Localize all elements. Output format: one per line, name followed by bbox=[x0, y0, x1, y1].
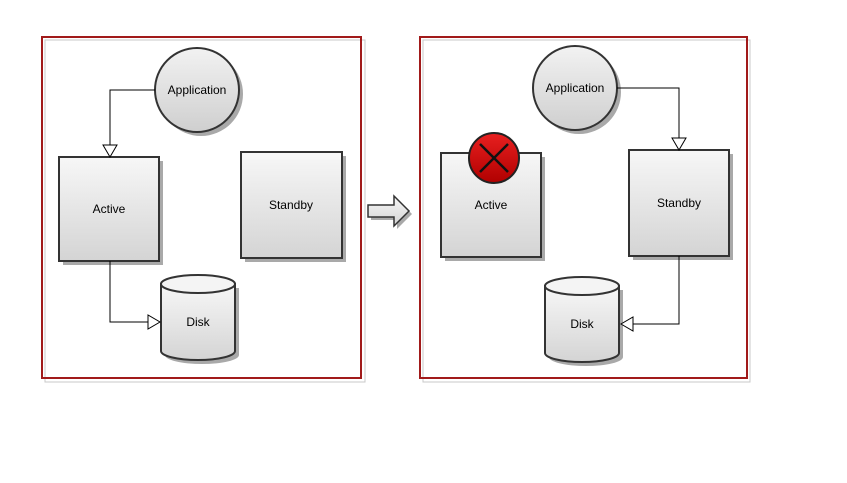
left-standby-node: Standby bbox=[240, 151, 346, 262]
left-frame bbox=[41, 36, 362, 379]
x-circle-icon bbox=[468, 132, 520, 184]
left-disk-node: Disk bbox=[160, 274, 239, 364]
left-active-to-disk-connector bbox=[109, 261, 161, 330]
right-standby-node: Standby bbox=[628, 149, 733, 260]
right-frame bbox=[419, 36, 748, 379]
left-active-label: Active bbox=[93, 202, 126, 216]
right-disk-node: Disk bbox=[544, 276, 623, 366]
right-standby-to-disk-connector bbox=[620, 256, 680, 332]
left-standby-label: Standby bbox=[269, 198, 313, 212]
left-active-node: Active bbox=[58, 156, 163, 265]
left-application-label: Application bbox=[168, 83, 227, 97]
right-standby-label: Standby bbox=[657, 196, 701, 210]
left-panel: Application Active Standby Disk bbox=[41, 36, 366, 383]
right-active-label: Active bbox=[475, 198, 508, 212]
right-panel: Application Active Standby Disk bbox=[419, 36, 751, 383]
left-app-to-active-connector bbox=[102, 89, 155, 158]
right-app-to-standby-connector bbox=[617, 87, 687, 151]
right-application-label: Application bbox=[546, 81, 605, 95]
left-disk-label: Disk bbox=[186, 315, 210, 329]
left-application-node: Application bbox=[154, 47, 243, 136]
transition-arrow-icon bbox=[367, 194, 412, 229]
right-application-node: Application bbox=[532, 45, 621, 134]
right-disk-label: Disk bbox=[570, 317, 594, 331]
